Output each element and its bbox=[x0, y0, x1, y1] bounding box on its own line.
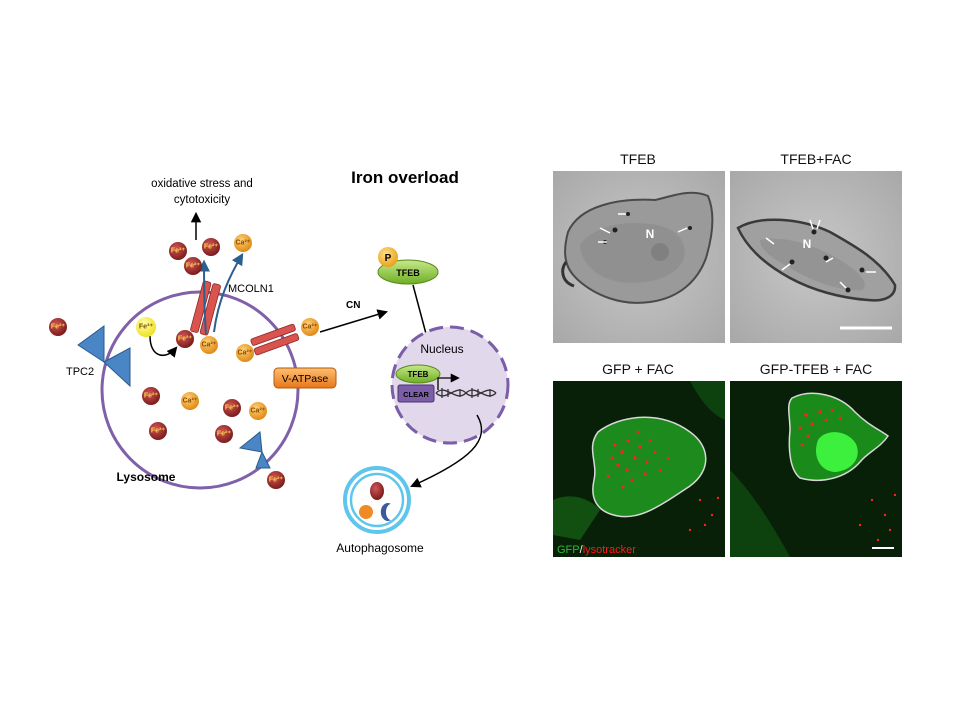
vatpase-label: V-ATPase bbox=[282, 373, 329, 385]
micrograph-title-tfeb-fac: TFEB+FAC bbox=[780, 151, 851, 167]
phospho-label: P bbox=[385, 253, 392, 264]
tfeb-cytosolic-label: TFEB bbox=[396, 268, 420, 278]
channel-legend: GFP/lysotracker bbox=[557, 544, 636, 556]
ion-fe2: Fe²⁺ bbox=[169, 242, 187, 260]
micrograph-tfeb-fac-brightfield: N bbox=[730, 171, 902, 343]
ion-ca2: Ca²⁺ bbox=[249, 402, 267, 420]
diagram-title: Iron overload bbox=[351, 168, 459, 187]
micrograph-title-gfp-fac: GFP + FAC bbox=[602, 361, 674, 377]
svg-text:Fe²⁺: Fe²⁺ bbox=[217, 431, 232, 438]
svg-text:Ca²⁺: Ca²⁺ bbox=[303, 324, 318, 331]
ion-fe2: Fe²⁺ bbox=[202, 238, 220, 256]
ion-ca2: Ca²⁺ bbox=[200, 336, 218, 354]
micrograph-gfp-tfeb-fac-fluorescence bbox=[730, 381, 902, 557]
ion-fe2: Fe²⁺ bbox=[142, 387, 160, 405]
svg-text:Fe²⁺: Fe²⁺ bbox=[151, 428, 166, 435]
svg-text:Ca²⁺: Ca²⁺ bbox=[251, 408, 266, 415]
clear-label: CLEAR bbox=[403, 390, 429, 399]
mcoln1-label: MCOLN1 bbox=[228, 283, 274, 295]
nucleus-marker: N bbox=[646, 227, 655, 241]
ion-ca2: Ca²⁺ bbox=[234, 234, 252, 252]
ion-fe2: Fe²⁺ bbox=[176, 330, 194, 348]
stress-label-line1: oxidative stress and bbox=[151, 178, 253, 190]
ion-fe2: Fe²⁺ bbox=[184, 257, 202, 275]
svg-text:Fe²⁺: Fe²⁺ bbox=[178, 336, 193, 343]
autophagosome-label: Autophagosome bbox=[336, 541, 424, 555]
svg-text:Fe²⁺: Fe²⁺ bbox=[144, 393, 159, 400]
micrograph-tfeb-brightfield: N bbox=[553, 171, 725, 343]
nucleus-marker: N bbox=[803, 237, 812, 251]
svg-text:Fe²⁺: Fe²⁺ bbox=[225, 405, 240, 412]
ion-fe2: Fe²⁺ bbox=[49, 318, 67, 336]
nucleus-label: Nucleus bbox=[420, 342, 463, 356]
svg-text:Fe³⁺: Fe³⁺ bbox=[139, 324, 154, 331]
tfeb-nuclear-label: TFEB bbox=[408, 370, 429, 379]
ion-ca2: Ca²⁺ bbox=[181, 392, 199, 410]
svg-text:Fe²⁺: Fe²⁺ bbox=[171, 248, 186, 255]
ion-ca2: Ca²⁺ bbox=[236, 344, 254, 362]
ion-ca2: Ca²⁺ bbox=[301, 318, 319, 336]
legend-lysotracker: lysotracker bbox=[583, 544, 637, 556]
cn-label: CN bbox=[346, 300, 360, 311]
micrograph-title-tfeb: TFEB bbox=[620, 151, 656, 167]
tpc2-label: TPC2 bbox=[66, 366, 94, 378]
svg-text:Ca²⁺: Ca²⁺ bbox=[202, 342, 217, 349]
svg-text:Fe²⁺: Fe²⁺ bbox=[186, 263, 201, 270]
ion-fe2: Fe²⁺ bbox=[223, 399, 241, 417]
stress-label-line2: cytotoxicity bbox=[174, 194, 230, 206]
ion-fe2: Fe²⁺ bbox=[267, 471, 285, 489]
micrograph-gfp-fac-fluorescence: GFP/lysotracker bbox=[553, 381, 725, 557]
svg-text:Ca²⁺: Ca²⁺ bbox=[183, 398, 198, 405]
cn-arrow bbox=[320, 312, 386, 332]
legend-gfp: GFP bbox=[557, 544, 580, 556]
autophagosome bbox=[345, 468, 409, 532]
lysosome-label: Lysosome bbox=[117, 470, 176, 484]
svg-text:Fe²⁺: Fe²⁺ bbox=[51, 324, 66, 331]
svg-text:Fe²⁺: Fe²⁺ bbox=[204, 244, 219, 251]
svg-text:Fe²⁺: Fe²⁺ bbox=[269, 477, 284, 484]
micrograph-title-gfp-tfeb-fac: GFP-TFEB + FAC bbox=[760, 361, 872, 377]
ion-fe3: Fe³⁺ bbox=[136, 317, 156, 337]
svg-text:Ca²⁺: Ca²⁺ bbox=[238, 350, 253, 357]
ion-fe2: Fe²⁺ bbox=[149, 422, 167, 440]
svg-text:Ca²⁺: Ca²⁺ bbox=[236, 240, 251, 247]
ion-fe2: Fe²⁺ bbox=[215, 425, 233, 443]
